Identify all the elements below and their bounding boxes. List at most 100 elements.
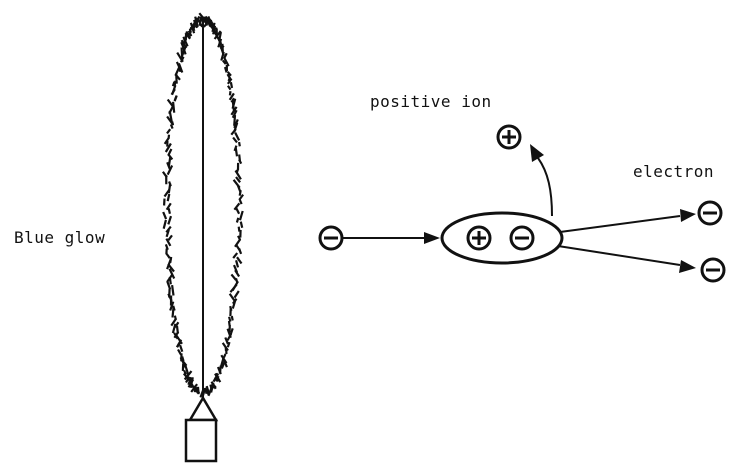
glow-stroke	[228, 293, 236, 302]
glow-stroke	[221, 342, 229, 352]
glow-stroke	[171, 323, 177, 334]
glow-stroke	[226, 333, 232, 341]
glow-stroke	[235, 176, 241, 183]
glow-stroke	[164, 244, 169, 251]
glow-stroke	[167, 208, 171, 215]
arrow-to-electron-upper	[559, 209, 696, 233]
glow-stroke	[167, 156, 172, 167]
glow-stroke	[223, 66, 228, 73]
glow-stroke	[233, 115, 237, 126]
arrow-to-electron-lower	[557, 245, 696, 273]
glow-stroke	[232, 136, 238, 144]
glow-stroke	[171, 284, 175, 296]
glow-stroke	[231, 109, 238, 119]
glow-stroke	[199, 16, 204, 22]
glow-stroke	[166, 98, 175, 109]
electrode-holder	[184, 395, 219, 463]
positive-ion-label: positive ion	[370, 92, 492, 111]
glow-stroke	[235, 260, 240, 268]
glow-stroke	[177, 348, 182, 356]
glow-stroke	[167, 148, 173, 157]
glow-stroke	[173, 80, 177, 86]
glow-stroke	[238, 248, 243, 255]
glow-stroke	[205, 388, 210, 396]
glow-stroke	[161, 171, 168, 179]
glow-stroke	[230, 106, 238, 116]
glow-stroke	[226, 341, 231, 348]
glow-stroke	[238, 141, 241, 147]
glow-stroke	[163, 137, 170, 145]
glow-stroke	[227, 320, 231, 326]
glow-stroke	[174, 65, 181, 77]
incoming-electron	[318, 225, 344, 251]
glow-stroke	[234, 132, 241, 141]
glow-stroke	[232, 252, 239, 259]
glow-stroke	[222, 59, 227, 65]
glow-stroke	[220, 361, 226, 369]
glow-stroke	[216, 366, 222, 375]
glow-stroke	[214, 376, 218, 382]
glow-stroke	[223, 56, 230, 67]
glow-stroke	[168, 106, 174, 115]
glow-stroke	[172, 305, 176, 311]
glow-stroke	[168, 268, 176, 279]
glow-stroke	[180, 39, 188, 49]
glow-stroke	[236, 256, 243, 265]
glow-stroke	[165, 202, 172, 211]
glow-stroke	[224, 337, 229, 345]
glow-stroke	[222, 353, 227, 359]
glow-stroke	[187, 30, 193, 37]
glow-stroke	[220, 51, 225, 61]
glow-stroke	[234, 169, 242, 180]
atom-negative-charge-icon	[509, 225, 535, 251]
glow-stroke	[231, 299, 237, 309]
glow-stroke	[175, 61, 181, 68]
glow-stroke	[238, 210, 244, 221]
glow-stroke	[167, 234, 173, 241]
glow-stroke	[168, 181, 172, 187]
glow-stroke	[180, 41, 186, 51]
glow-stroke	[166, 281, 172, 290]
glow-stroke	[169, 256, 173, 263]
glow-stroke	[169, 123, 174, 130]
glow-stroke	[184, 32, 191, 40]
glow-stroke	[166, 273, 174, 283]
glow-stroke	[169, 301, 175, 311]
glow-stroke	[165, 225, 172, 233]
blue-glow-corona	[161, 12, 244, 398]
glow-stroke	[237, 226, 241, 232]
electron-label: electron	[633, 162, 715, 181]
glow-stroke	[203, 387, 208, 395]
glow-stroke	[166, 128, 172, 135]
glow-stroke	[180, 47, 184, 59]
glow-stroke	[228, 316, 232, 322]
glow-stroke	[191, 25, 197, 31]
glow-stroke	[179, 344, 184, 353]
glow-stroke	[173, 95, 178, 101]
glow-stroke	[233, 202, 241, 211]
glow-stroke	[229, 283, 238, 293]
glow-stroke	[176, 52, 184, 63]
glow-stroke	[230, 315, 234, 321]
glow-stroke	[166, 115, 174, 126]
glow-stroke	[182, 36, 189, 47]
glow-stroke	[227, 76, 232, 82]
glow-stroke	[171, 84, 177, 95]
glow-stroke	[174, 321, 180, 328]
glow-stroke	[166, 193, 171, 202]
glow-stroke	[218, 31, 222, 42]
outgoing-electron-lower	[700, 257, 726, 283]
glow-stroke	[238, 199, 243, 205]
glow-stroke	[167, 215, 173, 225]
glow-stroke	[188, 28, 192, 34]
glow-stroke	[229, 81, 234, 89]
glow-stroke	[162, 211, 168, 220]
outgoing-electron-upper	[697, 200, 723, 226]
positive-ion-icon	[496, 124, 522, 150]
glow-stroke	[230, 128, 237, 136]
glow-stroke	[234, 269, 241, 278]
glow-stroke	[226, 71, 232, 77]
glow-stroke	[226, 85, 232, 91]
glow-stroke	[238, 193, 244, 201]
